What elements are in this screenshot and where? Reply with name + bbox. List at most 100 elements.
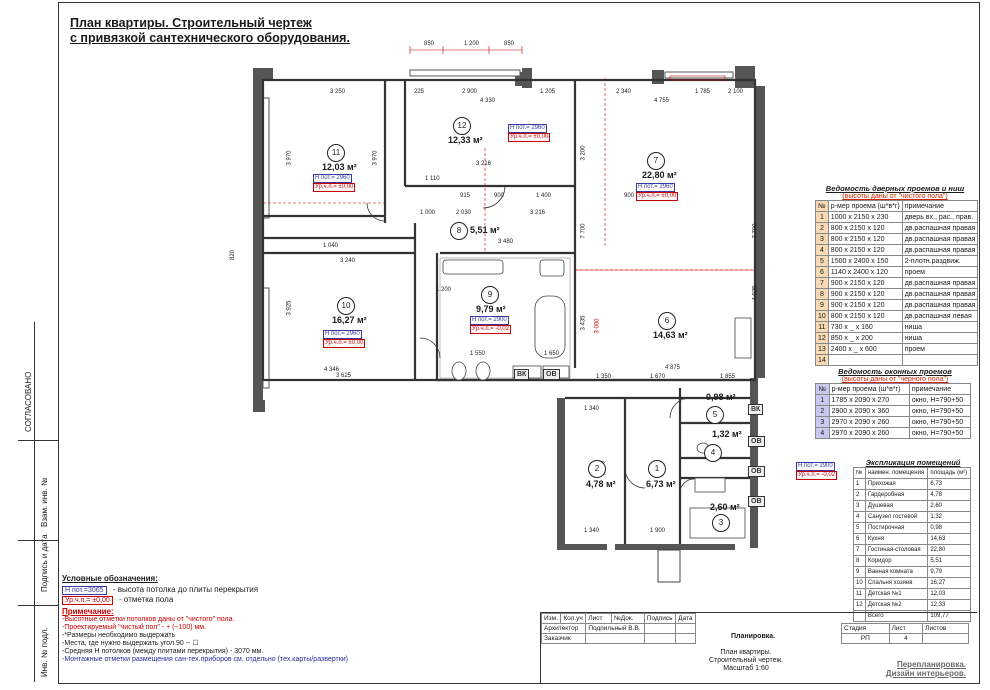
table-cell [901,354,979,366]
room-area-5: 0,98 м² [706,392,736,402]
legend-title: Условные обозначения: [62,574,158,583]
dim-1900: 1 900 [650,528,666,534]
room-number-11: 11 [327,144,345,162]
floor-tag-12: Ур.ч.п.= ±0,00 [508,133,551,142]
table-header-row: № наимен. помещения площадь (м²) [853,467,971,479]
dim-4755: 4 755 [654,98,670,104]
dim-3625: 3 625 [336,373,352,379]
table-cell: 5 [853,522,866,534]
table-cell: 2 [853,489,866,501]
room-number-4: 4 [704,444,722,462]
door-schedule-title: Ведомость дверных проемов и ниш [825,184,965,193]
dim-7700a: 7 700 [752,223,759,239]
dim-1350: 1 350 [596,374,612,380]
room-number-12: 12 [453,117,471,135]
table-cell: 800 x 2150 x 120 [827,244,903,256]
sidebar-row-line [18,440,58,441]
dim-3200: 3 200 [580,145,587,161]
table-cell: 22,80 [927,544,971,556]
table-cell: проем [901,266,979,278]
fixture-vk: ВК [514,369,530,380]
table-cell: 3 [815,233,829,245]
table-cell: 7 [815,277,829,289]
dim-4925: 4 925 [752,285,759,301]
table-cell: 16,27 [927,577,971,589]
table-cell: Прихожая [864,478,929,490]
note-line-5: -Средняя Н потолков (между плитами перек… [62,648,264,655]
room-number-7: 7 [647,152,665,170]
table-cell: 8 [815,288,829,300]
note-line-3: -*Размеры необходимо выдержать [62,632,176,639]
table-cell: дв.распашная правая [901,288,979,300]
dim-915: 915 [460,193,471,199]
table-cell: 2970 x 2090 x 260 [828,427,910,439]
stamp-sheet-values: РП 4 [841,633,969,644]
table-cell [827,354,903,366]
stamp-sheet-title: Планировка. [731,633,776,640]
table-cell: Душевая [864,500,929,512]
table-cell: 1 [815,211,829,223]
table-cell: 1785 x 2090 x 270 [828,394,910,406]
dim-900a: 900 [494,193,505,199]
table-cell: Детская №2 [864,599,929,611]
table-cell: 1,32 [927,511,971,523]
table-header-row: № р-мер проема (ш*в*г) примечание [815,200,979,212]
dim-4330: 4 330 [480,98,496,104]
table-cell: Коридор [864,555,929,567]
dim-3970b: 3 970 [372,150,379,166]
table-cell: 4 [815,427,830,439]
door-schedule-subtitle: (высоты даны от "чистого пола") [842,193,948,200]
top-dimension-line [409,46,523,54]
table-cell: 2,60 [927,500,971,512]
room-number-10: 10 [337,297,355,315]
table-cell: 6,73 [927,478,971,490]
table-cell: 2-плотн.раздвиж. [901,255,979,267]
title-line-1: План квартиры. Строительный чертеж [70,16,312,30]
table-cell: 14 [815,354,829,366]
ceiling-tag-7: Н пот.= 2960 [636,183,675,192]
legend-floor-text: - отметка пола [119,595,174,604]
table-cell: дв.распашная правая [901,299,979,311]
room-number-2: 2 [588,460,606,478]
table-cell: 12 [853,599,866,611]
table-cell: 14,63 [927,533,971,545]
table-cell: 9,79 [927,566,971,578]
table-cell: Детская №1 [864,588,929,600]
legend: Условные обозначения: Н пот.=3065 - высо… [62,574,258,605]
dim-2340: 2 340 [616,89,632,95]
table-cell: ниша [901,332,979,344]
note-line-6: -Монтажные отметки размещения сан-тех.пр… [62,656,349,663]
table-cell: Всего [864,610,929,622]
dim-1785: 1 785 [695,89,711,95]
room-number-3: 3 [712,514,730,532]
fixture-ov-2: ОВ [748,436,765,447]
fixture-ov-4: ОВ [748,496,765,507]
table-cell: 3 [853,500,866,512]
table-cell: 12,03 [927,588,971,600]
fixture-vk-2: ВК [748,404,764,415]
drawing-title: План квартиры. Строительный чертеж с при… [70,16,350,46]
table-cell: 2400 x _ x 600 [827,343,903,355]
room-number-1: 1 [648,460,666,478]
interior-walls [261,78,757,544]
dim-1340b: 1 340 [584,528,600,534]
table-cell: Гостиная-столовая [864,544,929,556]
table-cell: 800 x 2150 x 120 [827,222,903,234]
dim-3000: 3 000 [594,318,601,334]
dim-1200: 1 200 [436,287,452,293]
table-cell: ниша [901,321,979,333]
